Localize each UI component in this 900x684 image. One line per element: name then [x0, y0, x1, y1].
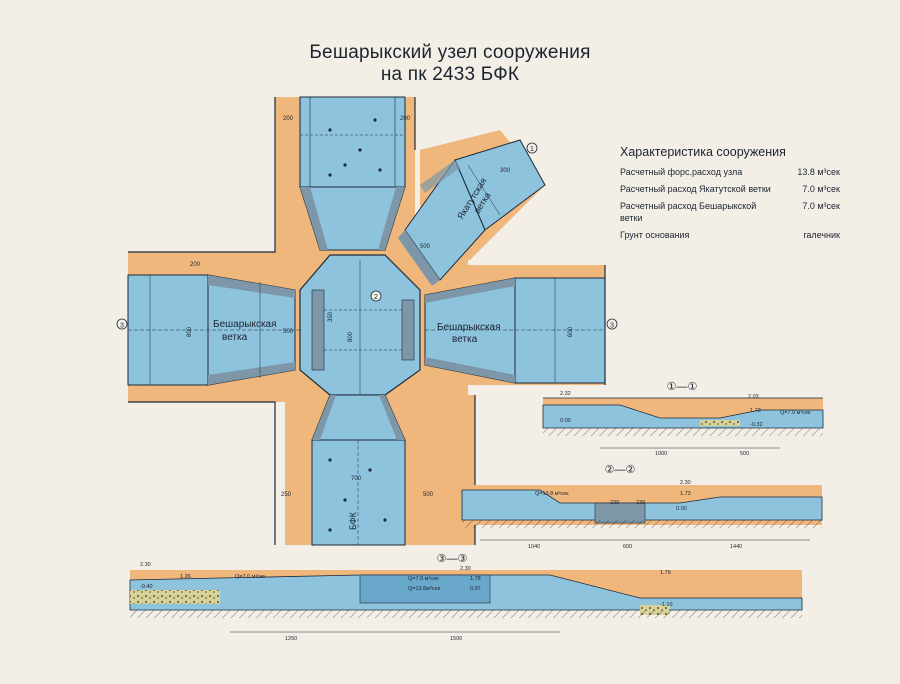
branch-label-west-2: ветка	[222, 332, 248, 343]
svg-text:1440: 1440	[730, 544, 742, 550]
characteristic-row: Расчетный расход Якатутской ветки 7.0 м³…	[620, 184, 840, 194]
plan-dimensions: 200 200 200 800 600 500 350 800 300 500 …	[187, 116, 574, 498]
svg-text:0.00: 0.00	[560, 418, 571, 424]
section-2-2: 2.30 1.73 0.00 Q=13.8 м³сек 230 230 1040…	[461, 464, 823, 550]
branch-label-west: Бешарыкская	[213, 319, 277, 330]
svg-text:600: 600	[623, 544, 632, 550]
svg-text:1.73: 1.73	[680, 491, 691, 497]
section-marker-center: 2	[370, 290, 382, 302]
svg-text:2.30: 2.30	[140, 562, 151, 568]
svg-text:230: 230	[610, 500, 619, 506]
svg-text:300: 300	[500, 168, 511, 174]
svg-text:2.30: 2.30	[460, 566, 471, 572]
svg-text:350: 350	[328, 311, 334, 322]
sheet-subtitle: на пк 2433 БФК	[380, 64, 520, 85]
svg-text:500: 500	[423, 492, 434, 498]
characteristics-panel: Характеристика сооружения Расчетный форс…	[620, 145, 840, 246]
svg-text:200: 200	[400, 116, 411, 122]
svg-text:600: 600	[568, 326, 574, 337]
south-channel	[311, 394, 406, 546]
section-marker-north: 1	[526, 142, 538, 154]
svg-text:250: 250	[281, 492, 292, 498]
svg-text:Q=7.0 м³сек: Q=7.0 м³сек	[780, 410, 811, 416]
svg-text:500: 500	[283, 329, 294, 335]
svg-text:-1.10: -1.10	[660, 602, 673, 608]
section-1-1: 2.32 2.03 0.00 1.73 -0.32 Q=7.0 м³сек 10…	[542, 381, 824, 457]
svg-text:1.79: 1.79	[660, 570, 671, 576]
section-3-3: 2.30 1.26 -0.40 2.30 1.78 0.97 1.79 -1.1…	[129, 553, 803, 642]
svg-text:500: 500	[420, 244, 431, 250]
svg-text:1000: 1000	[655, 451, 667, 457]
svg-text:Q=7.0 м³сек: Q=7.0 м³сек	[235, 574, 266, 580]
west-channel	[127, 274, 300, 386]
svg-text:230: 230	[636, 500, 645, 506]
svg-text:700: 700	[351, 476, 362, 482]
svg-text:0.97: 0.97	[470, 586, 481, 592]
svg-text:800: 800	[348, 331, 354, 342]
svg-text:500: 500	[740, 451, 749, 457]
svg-text:-0.32: -0.32	[750, 422, 763, 428]
svg-text:1: 1	[530, 146, 534, 153]
svg-text:2: 2	[374, 294, 378, 301]
svg-text:1.78: 1.78	[470, 576, 481, 582]
sheet-title: Бешарыкский узел сооружения	[309, 42, 591, 63]
svg-text:-0.40: -0.40	[140, 584, 153, 590]
svg-text:2.32: 2.32	[560, 391, 571, 397]
svg-text:Q=13.8 м³сек: Q=13.8 м³сек	[535, 491, 569, 497]
svg-text:3: 3	[610, 323, 614, 330]
section-marker-east: 3	[606, 318, 618, 330]
section-marker-west: 3	[116, 318, 128, 330]
svg-text:200: 200	[283, 116, 294, 122]
characteristic-row: Расчетный расход Бешарыкской ветки 7.0 м…	[620, 201, 840, 223]
section-2-tag: ②—②	[605, 464, 636, 476]
characteristic-row: Расчетный форс.расход узла 13.8 м³сек	[620, 167, 840, 177]
svg-text:1.73: 1.73	[750, 408, 761, 414]
svg-text:800: 800	[187, 326, 193, 337]
svg-text:Q=7.0 м³сек: Q=7.0 м³сек	[408, 576, 439, 582]
canal-label: БФК	[348, 511, 358, 530]
yakatut-channel	[398, 139, 546, 286]
svg-text:Q=13.8м³сек: Q=13.8м³сек	[408, 586, 441, 592]
svg-text:0.00: 0.00	[676, 506, 687, 512]
branch-label-east-2: ветка	[452, 334, 478, 345]
central-basin	[299, 254, 421, 396]
north-channel	[299, 96, 406, 251]
svg-text:1500: 1500	[450, 636, 462, 642]
svg-text:1250: 1250	[285, 636, 297, 642]
svg-text:3: 3	[120, 323, 124, 330]
characteristic-row: Грунт основания галечник	[620, 230, 840, 240]
svg-text:200: 200	[190, 262, 201, 268]
svg-text:1040: 1040	[528, 544, 540, 550]
svg-text:1.26: 1.26	[180, 574, 191, 580]
svg-text:2.30: 2.30	[680, 480, 691, 486]
svg-text:2.03: 2.03	[748, 394, 759, 400]
branch-label-east: Бешарыкская	[437, 322, 501, 333]
characteristics-heading: Характеристика сооружения	[620, 145, 786, 159]
east-channel	[424, 277, 606, 384]
section-3-tag: ③—③	[437, 553, 468, 565]
section-1-tag: ①—①	[667, 381, 698, 393]
